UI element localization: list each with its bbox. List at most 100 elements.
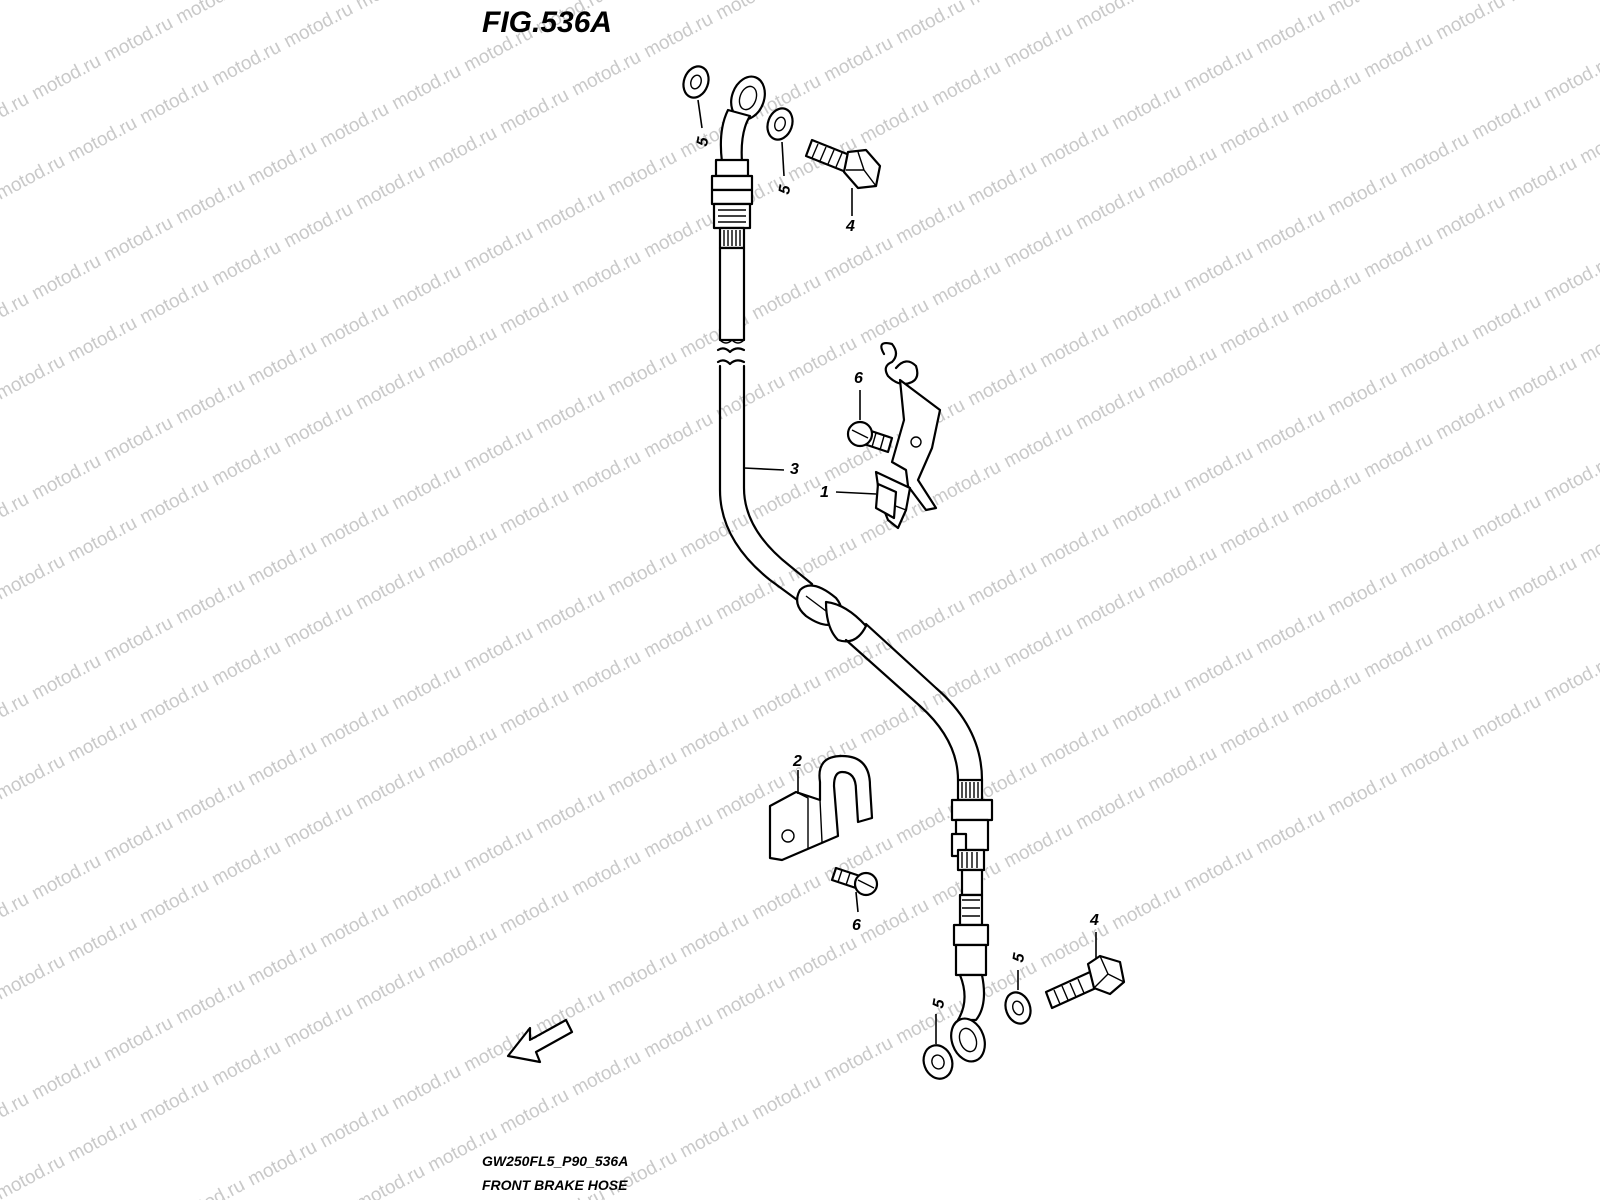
watermark-text: motod.ru	[1108, 281, 1184, 335]
watermark-text: motod.ru	[316, 899, 392, 953]
watermark-text: motod.ru	[1360, 429, 1436, 483]
watermark-text: motod.ru	[964, 0, 1040, 10]
callout-number: 6	[854, 370, 863, 387]
watermark-text: motod.ru	[0, 289, 33, 343]
watermark-text: motod.ru	[0, 1151, 69, 1200]
watermark-text: motod.ru	[820, 1033, 896, 1087]
watermark-text: motod.ru	[424, 723, 500, 777]
watermark-text: motod.ru	[1540, 253, 1600, 307]
watermark-text: motod.ru	[28, 451, 104, 505]
watermark-text: motod.ru	[640, 1009, 716, 1063]
watermark-text: motod.ru	[820, 233, 896, 287]
watermark-text: motod.ru	[1288, 467, 1364, 521]
watermark-text: motod.ru	[1324, 0, 1400, 20]
watermark-text: motod.ru	[244, 137, 320, 191]
watermark-text: motod.ru	[244, 337, 320, 391]
watermark-text: motod.ru	[568, 247, 644, 301]
watermark-text: motod.ru	[1324, 767, 1400, 821]
watermark-text: motod.ru	[604, 547, 680, 601]
bracket-hose-clamp	[874, 342, 942, 530]
watermark-text: motod.ru	[964, 357, 1040, 411]
watermark-text: motod.ru	[568, 1047, 644, 1101]
watermark-text: motod.ru	[244, 1137, 320, 1191]
watermark-text: motod.ru	[1000, 219, 1076, 273]
watermark-text: motod.ru	[280, 0, 356, 52]
watermark-text: motod.ru	[928, 257, 1004, 311]
watermark-text: motod.ru	[748, 271, 824, 325]
watermark-text: motod.ru	[28, 851, 104, 905]
brake-hose	[710, 75, 994, 1063]
watermark-text: motod.ru	[856, 95, 932, 149]
watermark-text: motod.ru	[1396, 329, 1472, 383]
watermark-text: motod.ru	[640, 409, 716, 463]
watermark-text: motod.ru	[1000, 819, 1076, 873]
watermark-text: motod.ru	[244, 737, 320, 791]
watermark-text: motod.ru	[208, 837, 284, 891]
watermark-text: motod.ru	[208, 37, 284, 91]
watermark-text: motod.ru	[1216, 505, 1292, 559]
watermark-text: motod.ru	[1252, 205, 1328, 259]
watermark-text: motod.ru	[676, 509, 752, 563]
watermark-text: motod.ru	[388, 861, 464, 915]
watermark-text: motod.ru	[496, 85, 572, 139]
bolt-upper	[846, 420, 894, 454]
watermark-text: motod.ru	[1144, 343, 1220, 397]
watermark-text: motod.ru	[100, 1013, 176, 1067]
watermark-text: motod.ru	[388, 461, 464, 515]
watermark-text: motod.ru	[1540, 53, 1600, 107]
watermark-text: motod.ru	[352, 561, 428, 615]
watermark-text: motod.ru	[532, 385, 608, 439]
watermark-text: motod.ru	[604, 347, 680, 401]
union-bolt-bottom	[1044, 954, 1126, 1010]
watermark-text: motod.ru	[496, 885, 572, 939]
watermark-text: motod.ru	[136, 675, 212, 729]
watermark-text: motod.ru	[964, 557, 1040, 611]
watermark-text: motod.ru	[388, 61, 464, 115]
washer-bottom-left	[922, 1044, 954, 1080]
bolt-lower	[830, 866, 879, 897]
watermark-text: motod.ru	[1324, 367, 1400, 421]
watermark-text: motod.ru	[352, 361, 428, 415]
watermark-text: motod.ru	[64, 113, 140, 167]
watermark-text: motod.ru	[640, 609, 716, 663]
watermark-text: motod.ru	[424, 523, 500, 577]
watermark-text: motod.ru	[316, 99, 392, 153]
watermark-text: motod.ru	[1252, 605, 1328, 659]
watermark-text: motod.ru	[28, 651, 104, 705]
watermark-text: motod.ru	[640, 809, 716, 863]
watermark-text: motod.ru	[244, 937, 320, 991]
watermark-text: motod.ru	[1072, 0, 1148, 34]
watermark-text: motod.ru	[604, 947, 680, 1001]
watermark-text: motod.ru	[1432, 191, 1508, 245]
watermark-text: motod.ru	[100, 813, 176, 867]
watermark-text: motod.ru	[1072, 581, 1148, 635]
watermark-text: motod.ru	[1000, 19, 1076, 73]
watermark-text: motod.ru	[1432, 391, 1508, 445]
watermark-text: motod.ru	[1432, 0, 1508, 44]
watermark-text: motod.ru	[748, 671, 824, 725]
watermark-text: motod.ru	[496, 485, 572, 539]
watermark-text: motod.ru	[136, 275, 212, 329]
watermark-text: motod.ru	[496, 685, 572, 739]
watermark-text: motod.ru	[0, 551, 69, 605]
watermark-text: motod.ru	[1396, 129, 1472, 183]
watermark-text: motod.ru	[1540, 653, 1600, 707]
watermark-text: motod.ru	[1504, 0, 1580, 6]
watermark-text: motod.ru	[0, 689, 33, 743]
watermark-text: motod.ru	[1468, 291, 1544, 345]
watermark-text: motod.ru	[352, 761, 428, 815]
watermark-text: motod.ru	[676, 709, 752, 763]
watermark-text: motod.ru	[28, 1051, 104, 1105]
figure-title: FIG.536A	[482, 6, 612, 39]
watermark-text: motod.ru	[424, 323, 500, 377]
watermark-text: motod.ru	[1072, 381, 1148, 435]
watermark-text: motod.ru	[100, 213, 176, 267]
watermark-text: motod.ru	[892, 0, 968, 48]
watermark-text: motod.ru	[1072, 781, 1148, 835]
watermark-text: motod.ru	[856, 295, 932, 349]
watermark-text: motod.ru	[856, 695, 932, 749]
watermark-text: motod.ru	[352, 0, 428, 14]
watermark-text: motod.ru	[640, 9, 716, 63]
watermark-text: motod.ru	[712, 971, 788, 1025]
